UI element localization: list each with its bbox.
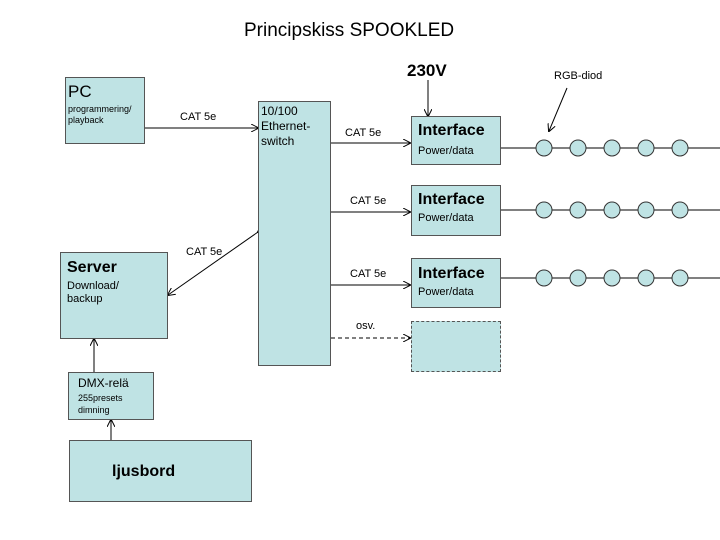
interface-2-title: Interface (418, 191, 485, 208)
interface-1-link-label: CAT 5e (345, 127, 382, 139)
power-label: 230V (407, 61, 447, 80)
dmx-line-2: dimning (78, 405, 110, 415)
rgb-led-2-1 (535, 201, 553, 219)
diagram-title: Principskiss SPOOKLED (244, 20, 455, 41)
rgb-led-1-3 (603, 139, 621, 157)
rgb-diode-label: RGB-diod (554, 70, 603, 82)
dmx-relay-box: DMX-relä 255presets dimning (68, 372, 154, 420)
rgb-led-3-4 (637, 269, 655, 287)
server-line-2: backup (67, 293, 103, 305)
pc-title: PC (68, 82, 92, 101)
rgb-led-1-1 (535, 139, 553, 157)
switch-line-1: 10/100 (261, 104, 298, 118)
rgb-led-3-3 (603, 269, 621, 287)
interface-3-subtitle: Power/data (418, 286, 474, 298)
rgb-led-3-5 (671, 269, 689, 287)
pc-switch-link-label: CAT 5e (180, 111, 217, 123)
dmx-line-1: 255presets (78, 393, 123, 403)
pc-box: PC programmering/ playback (65, 77, 145, 144)
rgb-led-2-4 (637, 201, 655, 219)
pc-subtitle-1: programmering/ (68, 104, 132, 114)
server-box: Server Download/ backup (60, 252, 168, 339)
server-switch-link-label: CAT 5e (186, 246, 223, 258)
switch-line-2: Ethernet- (261, 119, 311, 133)
interface-2-subtitle: Power/data (418, 212, 474, 224)
interface-1-subtitle: Power/data (418, 145, 474, 157)
interface-3-title: Interface (418, 265, 485, 282)
server-title: Server (67, 259, 117, 276)
interface-box-2: Interface Power/data (411, 185, 501, 236)
rgb-led-2-3 (603, 201, 621, 219)
switch-line-3: switch (261, 134, 295, 148)
rgb-led-1-2 (569, 139, 587, 157)
rgb-led-3-2 (569, 269, 587, 287)
server-line-1: Download/ (67, 280, 119, 292)
ethernet-switch-box: 10/100 Ethernet- switch (258, 101, 331, 366)
interface-box-1: Interface Power/data (411, 116, 501, 165)
interface-1-title: Interface (418, 122, 485, 139)
switch-server-line (168, 232, 258, 295)
interface-3-link-label: CAT 5e (350, 268, 387, 280)
dmx-title: DMX-relä (78, 376, 129, 390)
rgb-led-1-5 (671, 139, 689, 157)
rgb-led-1-4 (637, 139, 655, 157)
rgb-led-3-1 (535, 269, 553, 287)
interface-box-3: Interface Power/data (411, 258, 501, 308)
extra-link-label: osv. (356, 320, 376, 332)
ljusbord-title: ljusbord (112, 463, 176, 480)
interface-2-link-label: CAT 5e (350, 195, 387, 207)
lighting-console-box: ljusbord (69, 440, 252, 502)
pc-subtitle-2: playback (68, 115, 104, 125)
additional-interface-placeholder (411, 321, 501, 372)
rgb-pointer-line (549, 87, 568, 131)
rgb-led-2-2 (569, 201, 587, 219)
rgb-led-2-5 (671, 201, 689, 219)
